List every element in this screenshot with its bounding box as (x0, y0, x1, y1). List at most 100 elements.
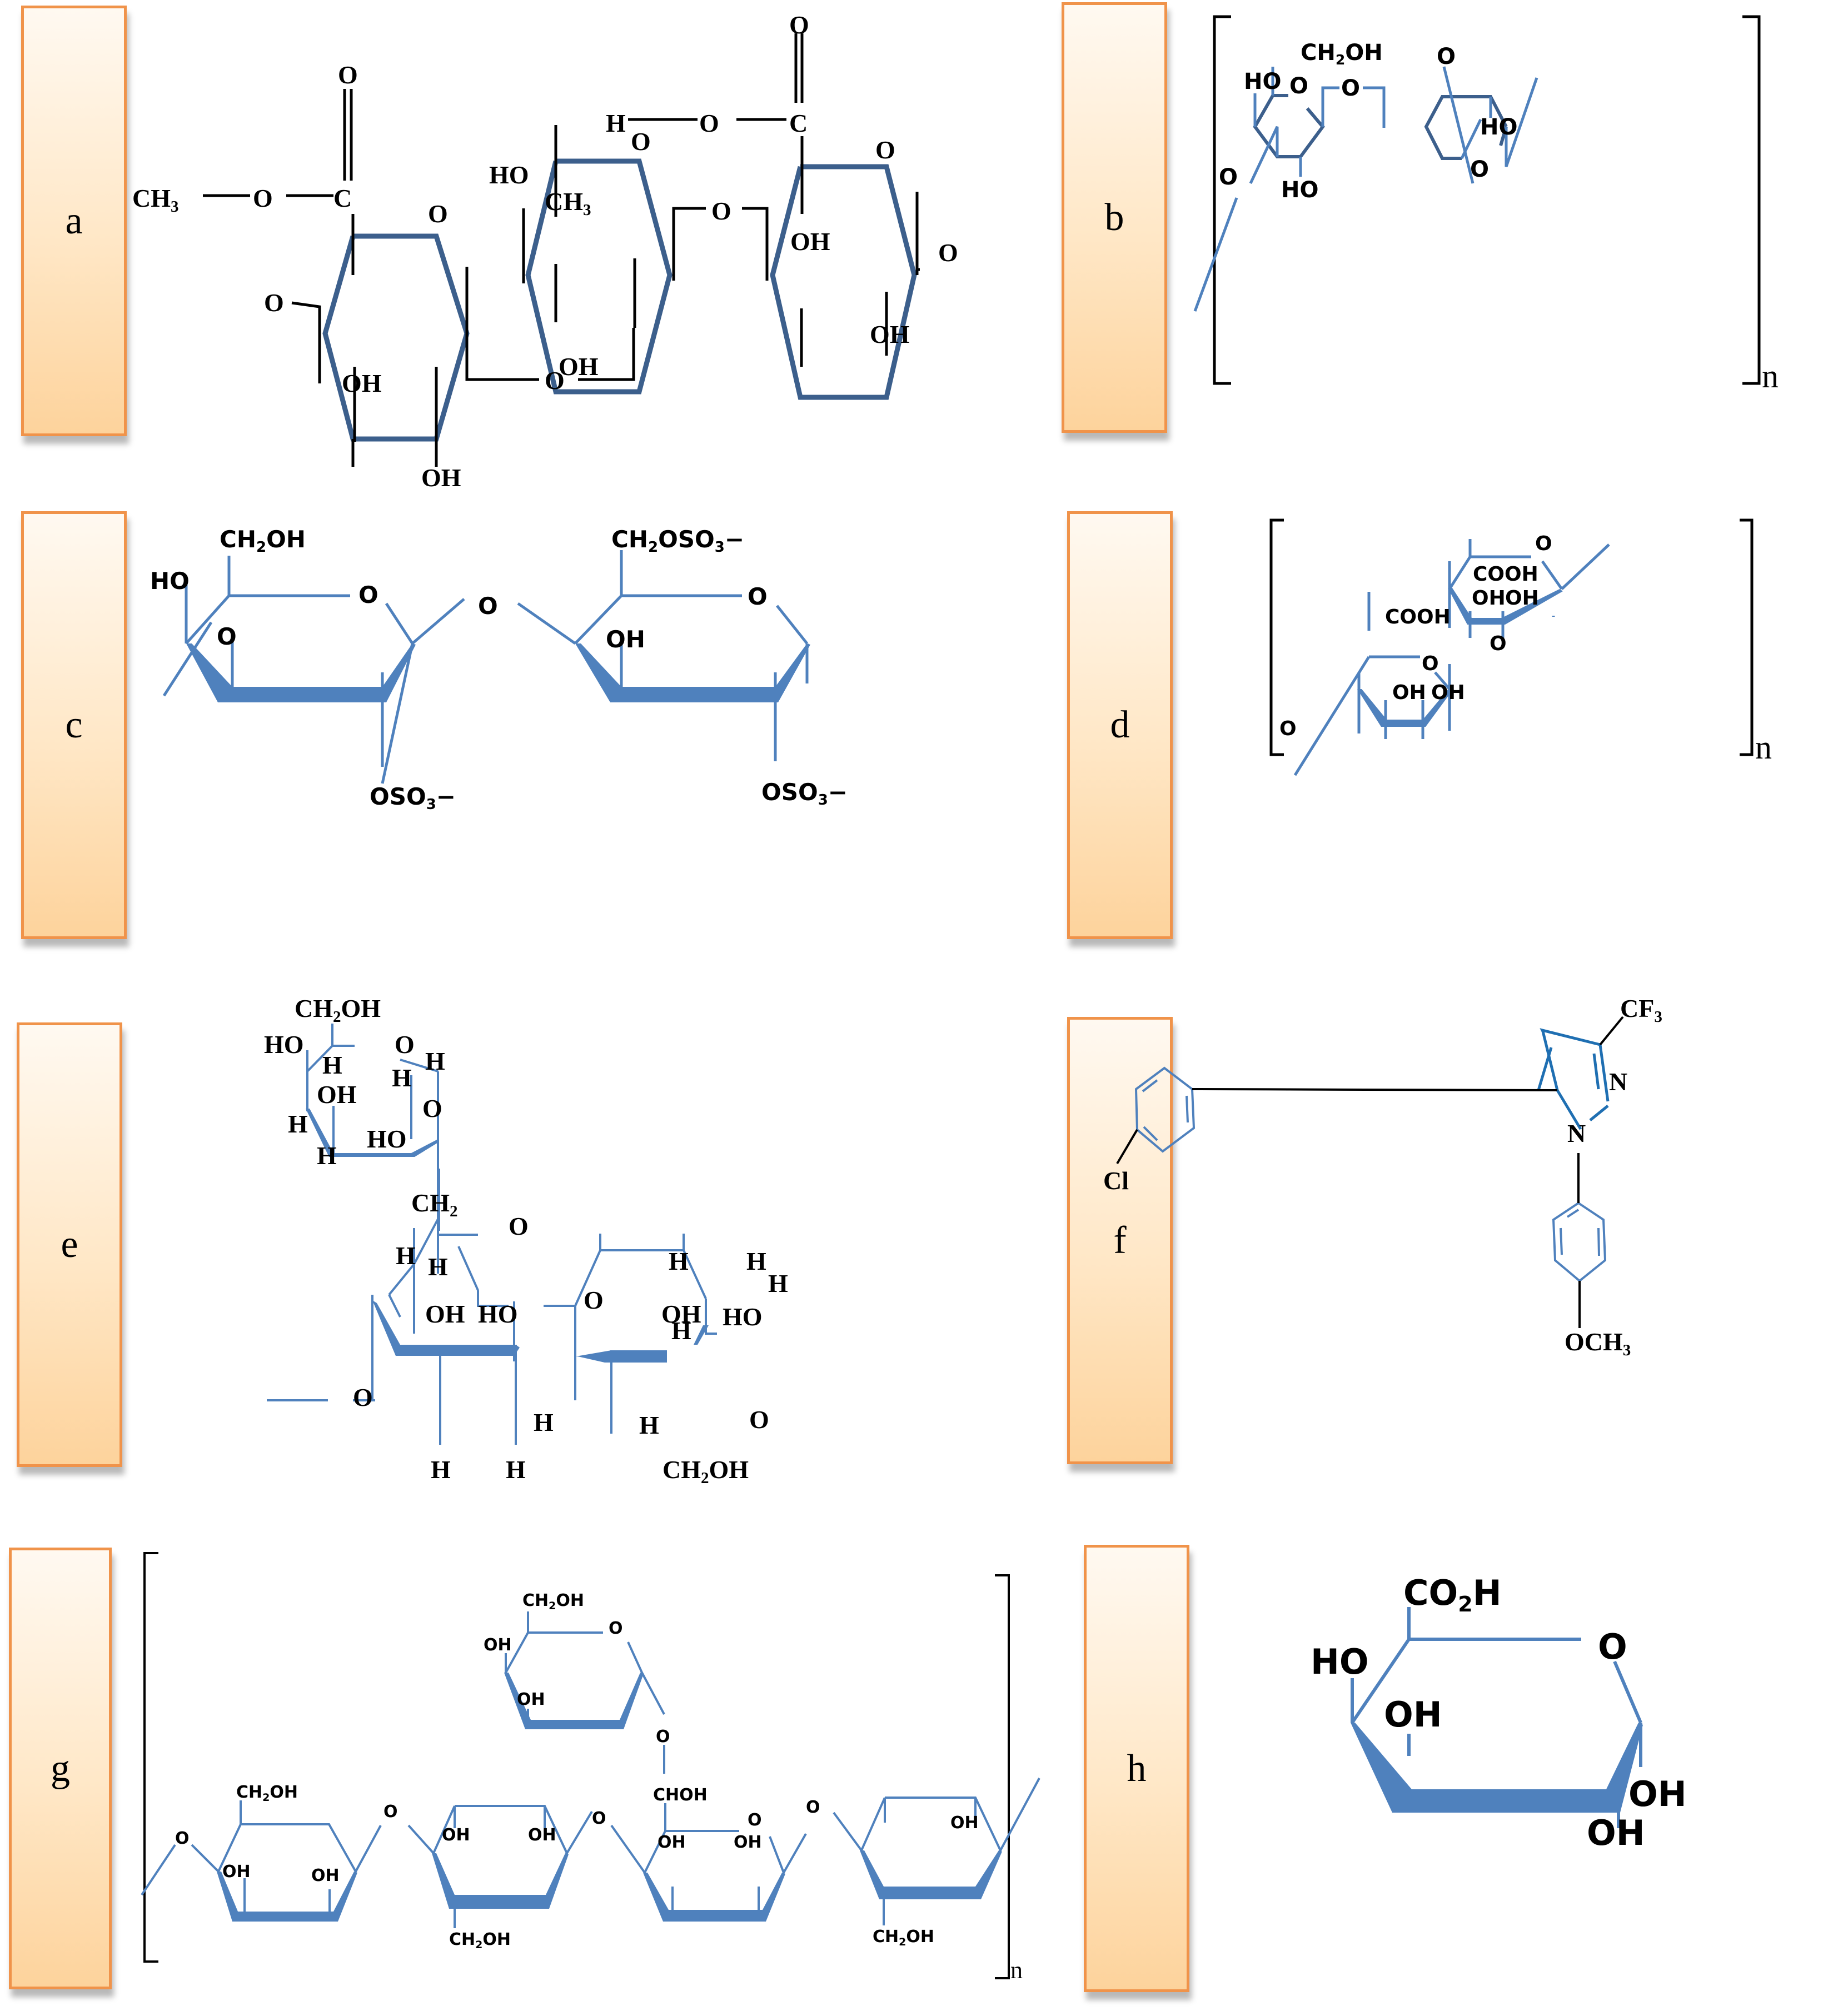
atom-label: O (478, 592, 498, 620)
panel-g-label: g (51, 1746, 70, 1790)
atom-label: CH2OH (873, 1927, 934, 1948)
atom-label: COOH (1385, 606, 1451, 628)
atom-label: O (1341, 76, 1360, 101)
atom-label: HO (264, 1030, 304, 1059)
atom-label: OH (1384, 1694, 1442, 1735)
atom-label: HO (150, 567, 190, 595)
atom-label: HO (723, 1303, 763, 1331)
atom-label: O (395, 1030, 415, 1059)
atom-label: O (1598, 1626, 1627, 1667)
atom-label: O (656, 1727, 670, 1746)
atom-label: H (288, 1110, 308, 1138)
atom-label: H (392, 1064, 412, 1092)
atom-label: CH2 (411, 1189, 458, 1220)
atom-label: O (509, 1212, 529, 1240)
atom-label: HO (478, 1300, 518, 1328)
bracket-left (1213, 15, 1231, 385)
atom-label: CH2OH (220, 526, 306, 556)
atom-label: CO2H (1403, 1573, 1502, 1616)
bracket-left (1269, 518, 1284, 756)
atom-label: H (322, 1051, 342, 1079)
bracket-right (1742, 15, 1761, 385)
atom-label: OH (1472, 587, 1506, 610)
atom-label: CH2OH (236, 1783, 298, 1804)
atom-label: OH (484, 1635, 512, 1655)
atom-label: OH (661, 1300, 701, 1328)
atom-label: OH (1628, 1774, 1687, 1814)
atom-label: CH3 (132, 184, 179, 216)
repeat-n: n (1755, 729, 1772, 766)
structure-g: CH2OH O OH OH O CHOH O O CH2OH OH OH O O… (141, 1552, 1040, 1984)
structure-d: O COOH OH OH COOH O OH OH O O n (1269, 518, 1772, 776)
atom-label: H (606, 109, 626, 137)
atom-label: O (217, 623, 237, 650)
atom-label: HO (1281, 177, 1318, 203)
panel-h-label: h (1127, 1746, 1147, 1790)
atom-label: OH (606, 626, 645, 653)
atom-label: HO (1311, 1641, 1369, 1682)
structure-a: CH3 O C O O O OH OH HO CH3 O OH O O H O … (132, 11, 958, 492)
panel-b-label-box: b (1062, 2, 1167, 433)
atom-label: HO (367, 1125, 407, 1153)
atom-label: OH (222, 1862, 251, 1882)
atom-label: O (748, 1810, 762, 1830)
atom-label: HO (1480, 114, 1517, 140)
panel-f-label-box: f (1067, 1017, 1173, 1464)
atom-label: CH2OH (295, 994, 381, 1026)
atom-label: O (1289, 73, 1308, 99)
atom-label: O (711, 197, 731, 225)
atom-label: O (338, 61, 358, 89)
atom-label: OH (442, 1825, 470, 1845)
atom-label: HO (489, 161, 529, 189)
atom-label: O (358, 581, 378, 608)
structure-b: CH2OH HO O O O HO O HO O n (1193, 15, 1779, 395)
atom-label: O (1422, 652, 1439, 675)
atom-label: CH2OH (663, 1455, 749, 1487)
atom-label: O (592, 1809, 606, 1828)
atom-label: HO (1244, 69, 1281, 94)
atom-label: O (545, 366, 565, 395)
atom-label: O (422, 1094, 442, 1122)
atom-label: OH (790, 227, 830, 256)
atom-label: H (396, 1241, 416, 1270)
atom-label: H (669, 1247, 689, 1275)
atom-label: H (431, 1455, 451, 1484)
panel-a-label-box: a (21, 6, 127, 436)
atom-label: O (748, 583, 768, 610)
bracket-right (1740, 518, 1754, 756)
panel-b-label: b (1104, 196, 1124, 239)
repeat-n: n (1762, 358, 1779, 395)
atom-label: OH (528, 1825, 556, 1845)
atom-label: OH (342, 369, 382, 397)
atom-label: OH (1587, 1813, 1645, 1853)
structure-c: CH2OH HO O O O OSO3− CH2OSO3− O OH OSO3− (150, 526, 848, 813)
atom-label: O (1470, 157, 1489, 182)
atom-label: H (425, 1047, 445, 1075)
atom-label: OH (517, 1690, 545, 1709)
atom-label: OSO3− (370, 783, 456, 813)
panel-c-label: c (65, 703, 83, 746)
atom-label: Cl (1103, 1166, 1129, 1195)
atom-label: O (749, 1405, 769, 1434)
atom-label: CH2OH (449, 1930, 511, 1951)
atom-label: H (768, 1269, 788, 1298)
panel-d-label-box: d (1067, 511, 1173, 939)
atom-label: OH (425, 1300, 465, 1328)
atom-label: O (1279, 717, 1297, 740)
atom-label: O (1437, 44, 1456, 69)
bracket-left (143, 1552, 158, 1963)
atom-label: OH (1431, 681, 1465, 704)
atom-label: C (333, 184, 352, 212)
panel-e-label: e (61, 1223, 78, 1266)
atom-label: O (584, 1286, 604, 1314)
atom-label: O (1219, 164, 1238, 190)
atom-label: OCH3 (1565, 1328, 1631, 1359)
atom-label: COOH (1473, 563, 1538, 586)
panel-e-label-box: e (17, 1022, 122, 1467)
atom-label: N (1567, 1119, 1586, 1147)
atom-label: OH (421, 463, 461, 492)
atom-label: O (383, 1802, 398, 1822)
atom-label: OH (950, 1813, 979, 1833)
atom-label: OH (658, 1833, 686, 1852)
panel-c-label-box: c (21, 511, 127, 939)
